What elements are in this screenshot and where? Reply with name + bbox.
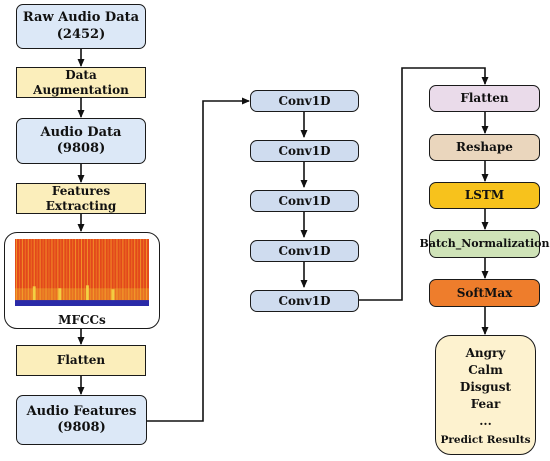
conv1d-label: Conv1D [278,93,331,108]
conv1d-label: Conv1D [278,193,331,208]
flatten-left-label: Flatten [56,353,106,367]
conv1d-label: Conv1D [278,293,331,308]
arrow-audio-features-to-conv1d [147,97,250,422]
reshape-label: Reshape [456,140,513,154]
features-extracting-node: Features Extracting [16,183,146,214]
arrow-conv1d-to-flatten [359,67,489,301]
conv1d-node-4: Conv1D [250,240,359,262]
flatten-right-node: Flatten [429,85,540,112]
flatten-left-node: Flatten [16,345,146,376]
conv1d-label: Conv1D [278,243,331,258]
data-augmentation-label: Data Augmentation [33,67,129,97]
audio-features-count: (9808) [57,420,106,435]
reshape-node: Reshape [429,134,540,161]
audio-data-node: Audio Data (9808) [16,118,146,164]
conv1d-label: Conv1D [278,143,331,158]
softmax-label: SoftMax [456,285,513,300]
audio-features-node: Audio Features (9808) [16,395,147,445]
conv1d-node-2: Conv1D [250,140,359,162]
lstm-node: LSTM [429,182,540,209]
predict-results-caption: Predict Results [440,434,531,447]
flatten-right-label: Flatten [460,91,509,105]
result-item: Fear [470,397,501,412]
conv1d-node-5: Conv1D [250,290,359,312]
raw-audio-data-count: (2452) [56,26,106,42]
lstm-label: LSTM [464,188,505,202]
raw-audio-data-title: Raw Audio Data [22,10,140,26]
conv1d-node-1: Conv1D [250,90,359,112]
result-item: Calm [468,363,503,378]
result-item: Disgust [459,380,512,395]
mfcc-spectrogram-image [15,239,149,306]
data-augmentation-node: Data Augmentation [16,67,146,98]
features-extracting-label: Features Extracting [45,183,117,213]
softmax-node: SoftMax [429,279,540,307]
result-item: ... [479,414,492,429]
raw-audio-data-node: Raw Audio Data (2452) [16,4,146,49]
audio-features-title: Audio Features [26,403,137,419]
conv1d-node-3: Conv1D [250,190,359,212]
mfccs-node: MFCCs [4,232,160,329]
predict-results-node: Angry Calm Disgust Fear ... Predict Resu… [435,335,536,455]
batch-normalization-label: Batch_Normalization [419,237,550,251]
audio-data-count: (9808) [56,141,106,156]
audio-data-title: Audio Data [40,124,122,140]
result-item: Angry [465,346,506,360]
batch-normalization-node: Batch_Normalization [420,230,550,258]
mfccs-label: MFCCs [58,313,106,327]
